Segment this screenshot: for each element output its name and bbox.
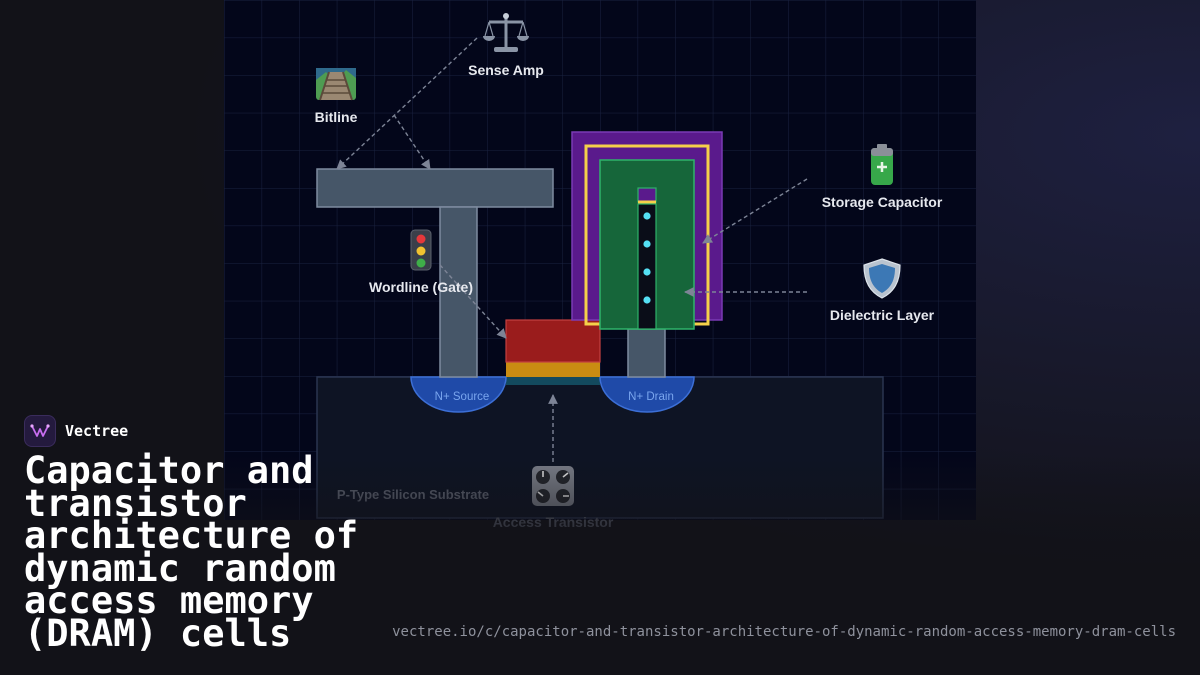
battery-icon (871, 144, 893, 185)
shield-icon (863, 258, 901, 299)
access-transistor-label: Access Transistor (493, 514, 614, 530)
railway-track-icon (316, 68, 356, 101)
vectree-logo-icon (24, 415, 56, 447)
balance-scale-icon (483, 13, 529, 52)
wordline-label: Wordline (Gate) (369, 279, 473, 295)
control-knobs-icon (532, 466, 574, 506)
capacitor-top-cap (637, 187, 657, 203)
wordline-arrow (439, 264, 507, 339)
gate-oxide (506, 362, 600, 377)
bitline-label: Bitline (315, 109, 358, 125)
bitline-arrow (393, 114, 431, 170)
dielectric-layer-label: Dielectric Layer (830, 307, 935, 323)
n-source-label: N+ Source (435, 391, 490, 403)
storage-capacitor-label: Storage Capacitor (822, 194, 943, 210)
bitline-bar (316, 168, 554, 208)
page-title: Capacitor and transistor architecture of… (24, 449, 359, 655)
page-url[interactable]: vectree.io/c/capacitor-and-transistor-ar… (392, 624, 1176, 640)
drain-contact (627, 328, 666, 378)
sense-amp-label: Sense Amp (468, 62, 544, 78)
brand[interactable]: Vectree (24, 415, 128, 447)
charge-dot (643, 296, 651, 304)
charge-dot (643, 212, 651, 220)
n-drain-label: N+ Drain (628, 391, 674, 403)
traffic-light-icon (410, 229, 432, 271)
charge-dot (643, 268, 651, 276)
channel-region (506, 377, 600, 385)
n-drain-region (599, 376, 695, 413)
charge-dot (643, 240, 651, 248)
brand-name: Vectree (65, 422, 129, 440)
capacitor-core (637, 203, 657, 330)
wordline-gate (505, 319, 601, 363)
bitline-contact (439, 206, 478, 378)
n-source-region (410, 376, 507, 413)
sense-amp-arrow (336, 37, 478, 170)
storage-capacitor-arrow (702, 178, 808, 244)
